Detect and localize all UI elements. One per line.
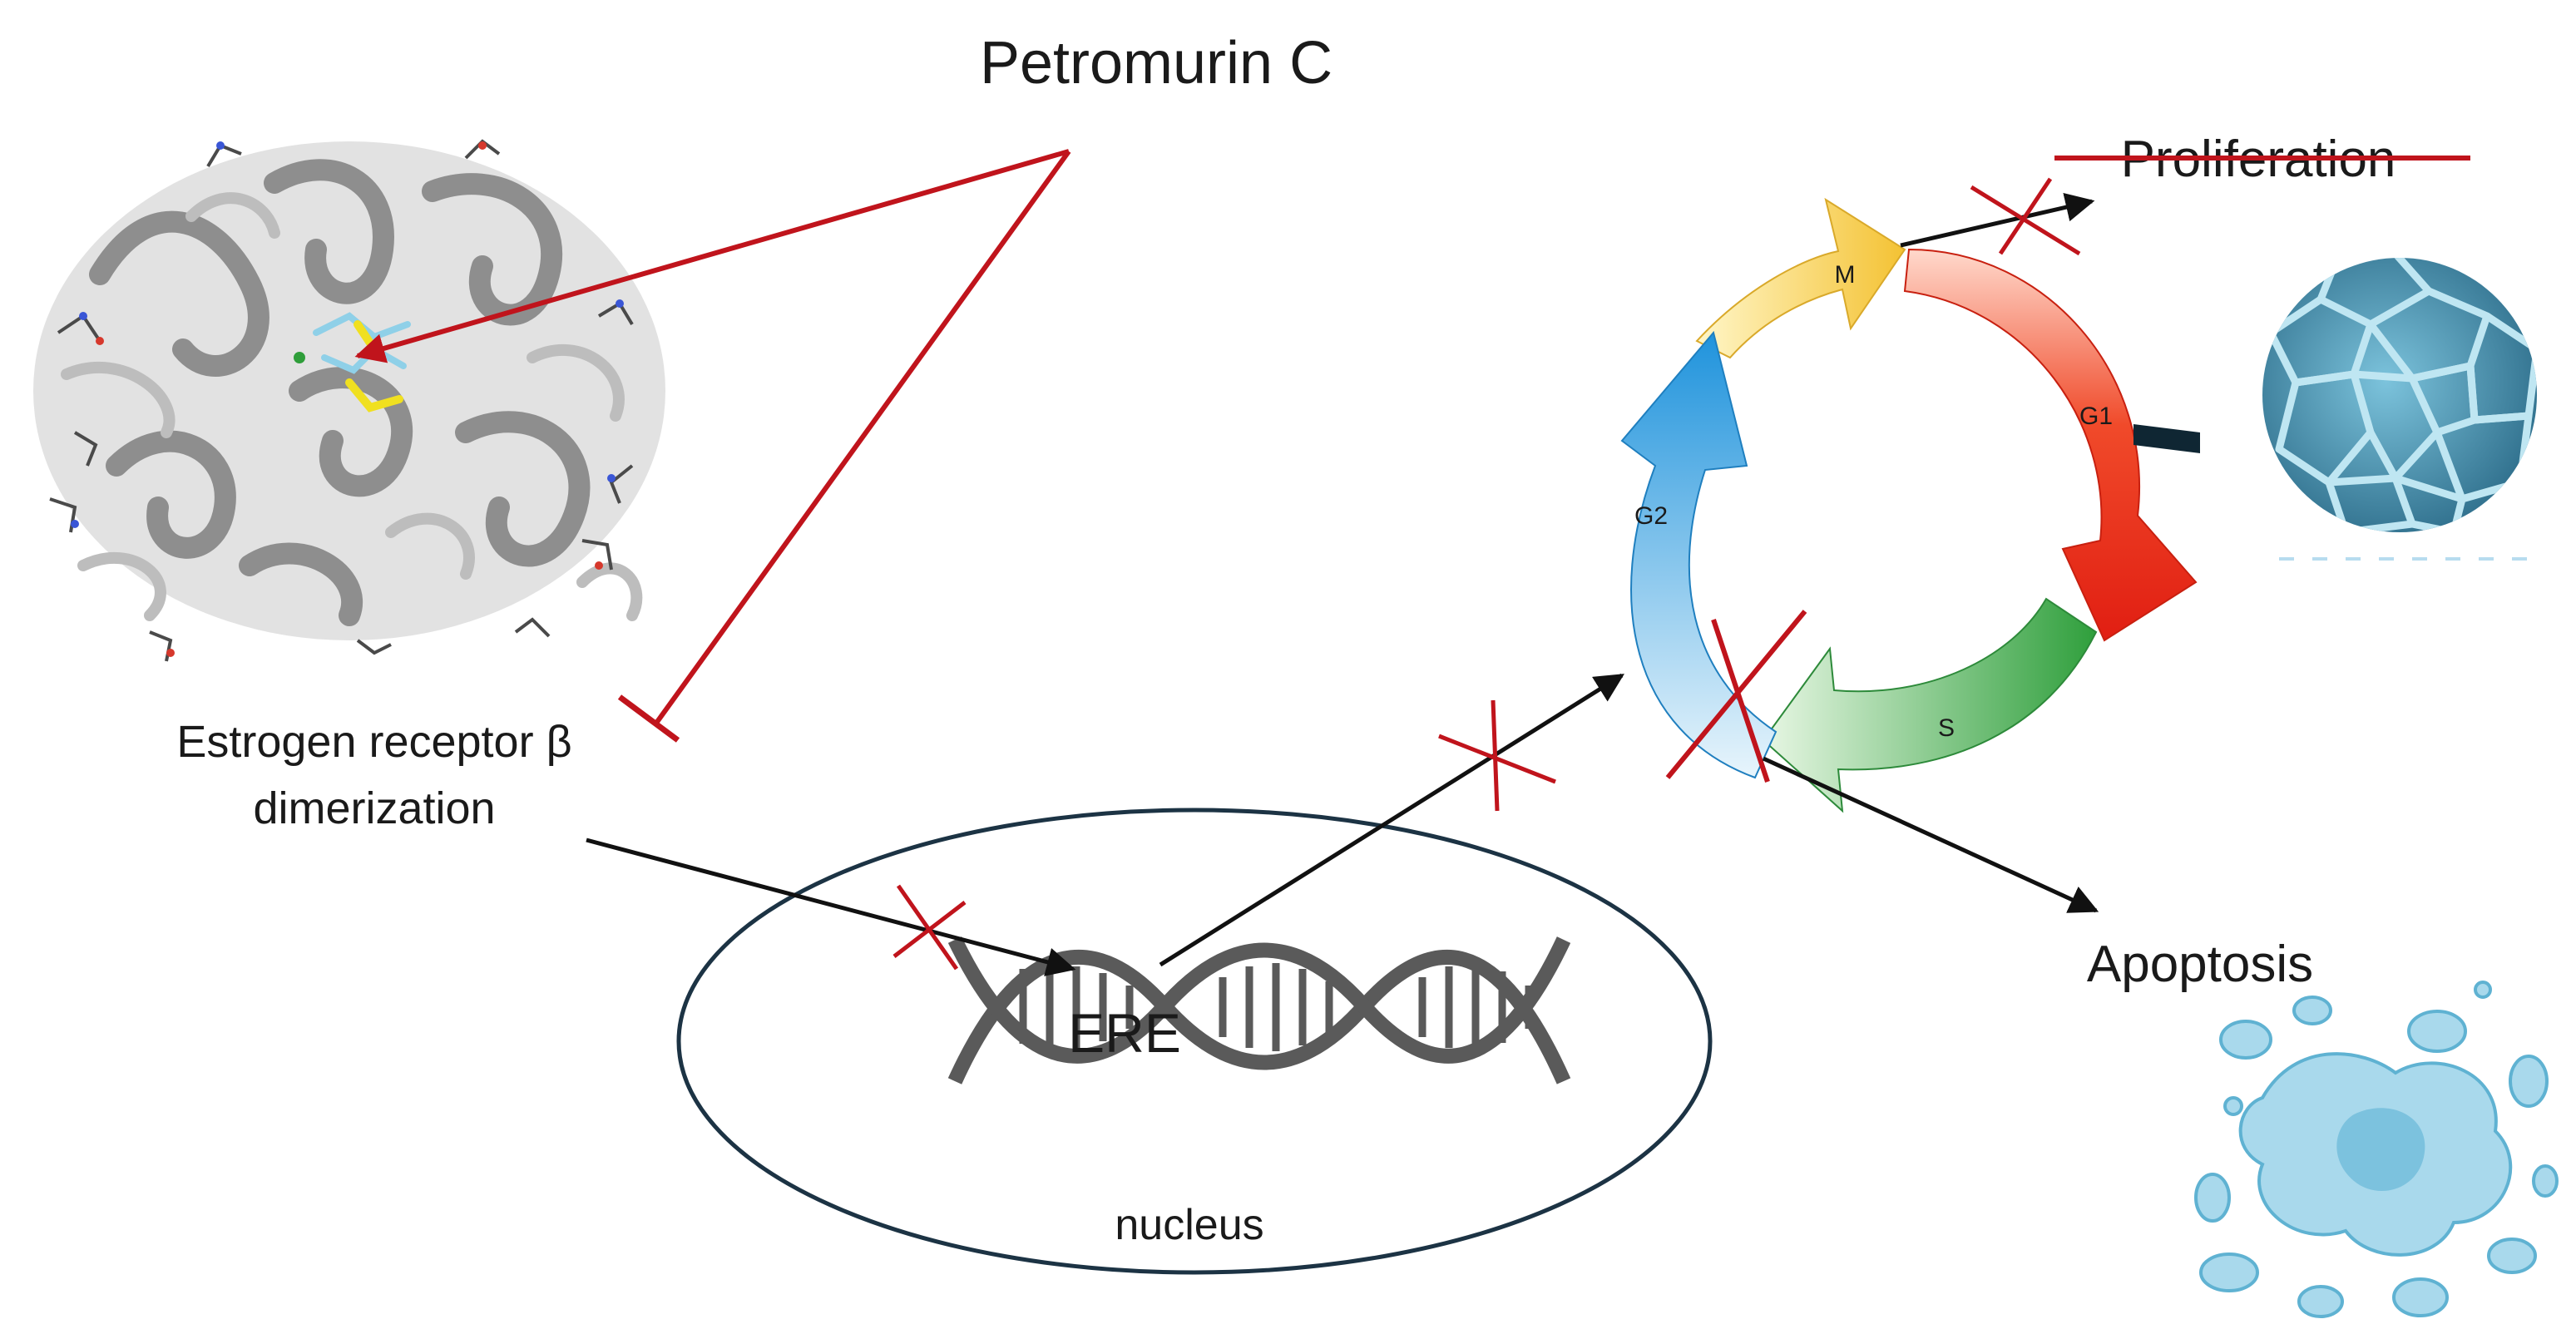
apoptosis-arrow	[1762, 756, 2099, 913]
protein-structure-icon	[33, 139, 665, 662]
phase-m-arrow	[1695, 197, 1906, 359]
cancer-cell-icon	[2262, 258, 2537, 532]
inhibition-connector	[354, 149, 1071, 743]
phase-g2-arrow	[1620, 330, 1777, 779]
nucleus-outline	[676, 808, 1713, 1275]
receptor-label-line1: Estrogen receptor β	[176, 717, 571, 767]
apoptosis-label: Apoptosis	[2087, 936, 2313, 993]
cell-cycle-wheel: M G1 S G2	[1620, 197, 2200, 813]
phase-g1-label: G1	[2079, 403, 2113, 430]
ere-label: ERE	[1068, 1002, 1181, 1064]
phase-s-label: S	[1938, 714, 1955, 742]
cell-cycle-block-mark	[1665, 610, 1807, 783]
phase-g2-label: G2	[1634, 502, 1668, 530]
apoptotic-cell-icon	[2194, 981, 2559, 1318]
phase-m-label: M	[1835, 261, 1856, 289]
receptor-label-line2: dimerization	[253, 783, 495, 833]
receptor-to-ere-arrow	[586, 837, 1076, 976]
ere-to-cell-cycle-arrow	[1159, 673, 1624, 967]
diagram-title: Petromurin C	[980, 30, 1332, 96]
proliferation-arrow	[1900, 177, 2095, 256]
phase-g1-arrow	[1903, 248, 2198, 642]
nucleus-label: nucleus	[1115, 1201, 1263, 1249]
